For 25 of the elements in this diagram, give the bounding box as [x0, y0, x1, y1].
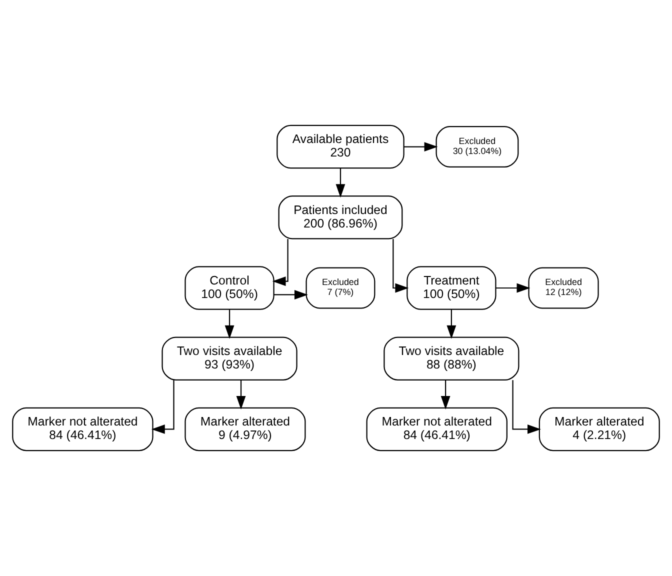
node-box: Marker not alterated 84 (46.41%) [366, 407, 508, 452]
node-box: Control 100 (50%) [184, 266, 274, 310]
arrow [151, 380, 174, 434]
arrow [224, 310, 234, 339]
arrow [440, 380, 450, 410]
node-box: Excluded 30 (13.04%) [436, 126, 519, 168]
arrow [512, 380, 541, 434]
arrow [236, 380, 246, 410]
node-box: Two visits available 93 (93%) [162, 336, 298, 380]
arrow [336, 168, 346, 198]
node-box: Marker alterated 4 (2.21%) [538, 407, 660, 452]
node-box: Available patients 230 [276, 124, 404, 169]
node-box: Marker alterated 9 (4.97%) [184, 407, 306, 452]
arrow [404, 142, 438, 152]
arrow [446, 310, 456, 339]
node-box: Two visits available 88 (88%) [384, 336, 520, 380]
arrow [496, 283, 530, 293]
node-box: Patients included 200 (86.96%) [278, 196, 403, 240]
arrow [272, 239, 288, 286]
node-box: Treatment 100 (50%) [406, 266, 496, 310]
node-box: Excluded 7 (7%) [306, 267, 376, 309]
node-box: Marker not alterated 84 (46.41%) [12, 407, 154, 452]
arrow [392, 238, 409, 293]
arrow [274, 290, 308, 300]
node-box: Excluded 12 (12%) [528, 267, 599, 309]
